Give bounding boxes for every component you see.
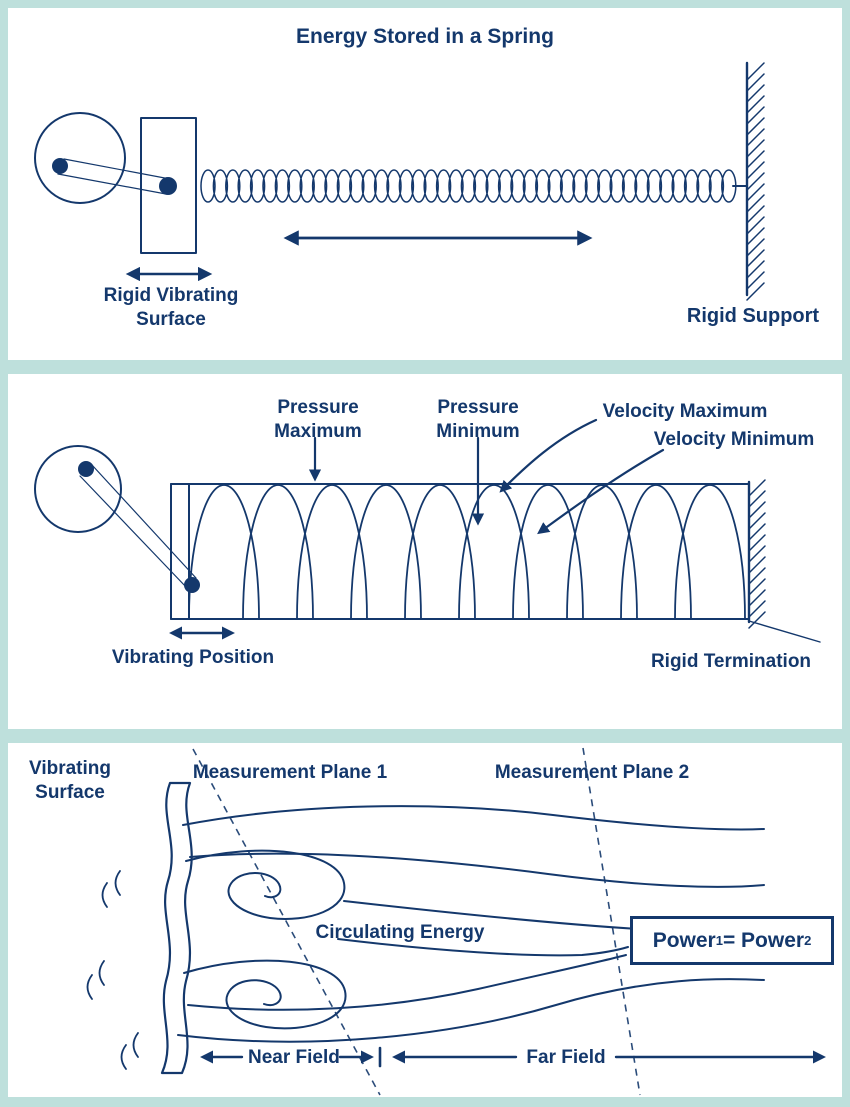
- power2-subscript: 2: [804, 933, 812, 948]
- measurement-plane-2-line: [582, 747, 641, 1096]
- energy-vortex-lower: [183, 959, 347, 1030]
- standing-wave-envelope: [188, 484, 746, 620]
- termination-baseline: [748, 620, 821, 643]
- label-pressure-maximum: Pressure Maximum: [274, 397, 362, 442]
- panel2-drawing: [34, 418, 821, 643]
- panel3-drawing: [86, 747, 826, 1096]
- power1-subscript: 1: [715, 933, 723, 948]
- label-rigid-vibrating-surface: Rigid Vibrating Surface: [103, 285, 239, 330]
- velocity-maximum-arrow: [499, 418, 598, 493]
- panel1-drawing: [34, 61, 765, 301]
- swing-lines: [57, 158, 171, 195]
- flow-line-1: [182, 805, 765, 831]
- panel-near-far-field: Vibrating Surface Measurement Plane 1 Me…: [8, 743, 842, 1097]
- flow-line-5: [187, 954, 627, 1011]
- spring-coil: [200, 169, 737, 203]
- pendulum-ball-dot: [78, 461, 94, 477]
- power1-label: Power: [652, 928, 716, 952]
- flow-line-2: [189, 852, 765, 888]
- label-far-field: Far Field: [526, 1047, 606, 1068]
- label-rigid-termination: Rigid Termination: [650, 651, 812, 672]
- rigid-termination-hatching: [748, 479, 766, 629]
- pendulum-ball-outline: [34, 445, 122, 533]
- label-pressure-minimum: Pressure Minimum: [436, 397, 520, 442]
- plate-attachment-dot: [159, 177, 177, 195]
- pendulum-ball-outline: [34, 112, 126, 204]
- label-velocity-minimum: Velocity Minimum: [653, 429, 815, 450]
- label-velocity-maximum: Velocity Maximum: [602, 401, 768, 422]
- label-near-field: Near Field: [248, 1047, 340, 1068]
- flow-line-4: [337, 938, 629, 957]
- power-equals-label: = Power: [722, 928, 805, 952]
- panel-energy-stored-spring: Energy Stored in a Spring Rigid Vibratin…: [8, 8, 842, 360]
- label-measurement-plane-2: Measurement Plane 2: [494, 762, 690, 783]
- label-vibrating-surface: Vibrating Surface: [29, 758, 111, 803]
- label-circulating-energy: Circulating Energy: [315, 922, 485, 943]
- vibration-marks: [86, 870, 139, 1070]
- pendulum-ball-dot: [52, 158, 68, 174]
- vibrating-plate: [140, 117, 197, 254]
- label-vibrating-position: Vibrating Position: [111, 647, 275, 668]
- plate-attachment-dot: [184, 577, 200, 593]
- rigid-support-hatching: [746, 62, 765, 301]
- flow-line-6: [177, 978, 765, 1043]
- vibrating-surface-band: [160, 781, 193, 1075]
- panel1-title: Energy Stored in a Spring: [296, 25, 554, 48]
- velocity-minimum-arrow: [537, 448, 665, 535]
- panel-standing-wave: Pressure Maximum Pressure Minimum Veloci…: [8, 374, 842, 729]
- energy-vortex-upper: [185, 849, 346, 920]
- label-rigid-support: Rigid Support: [686, 305, 820, 327]
- label-measurement-plane-1: Measurement Plane 1: [192, 762, 388, 783]
- swing-lines: [79, 464, 197, 589]
- measurement-plane-1-line: [192, 748, 381, 1096]
